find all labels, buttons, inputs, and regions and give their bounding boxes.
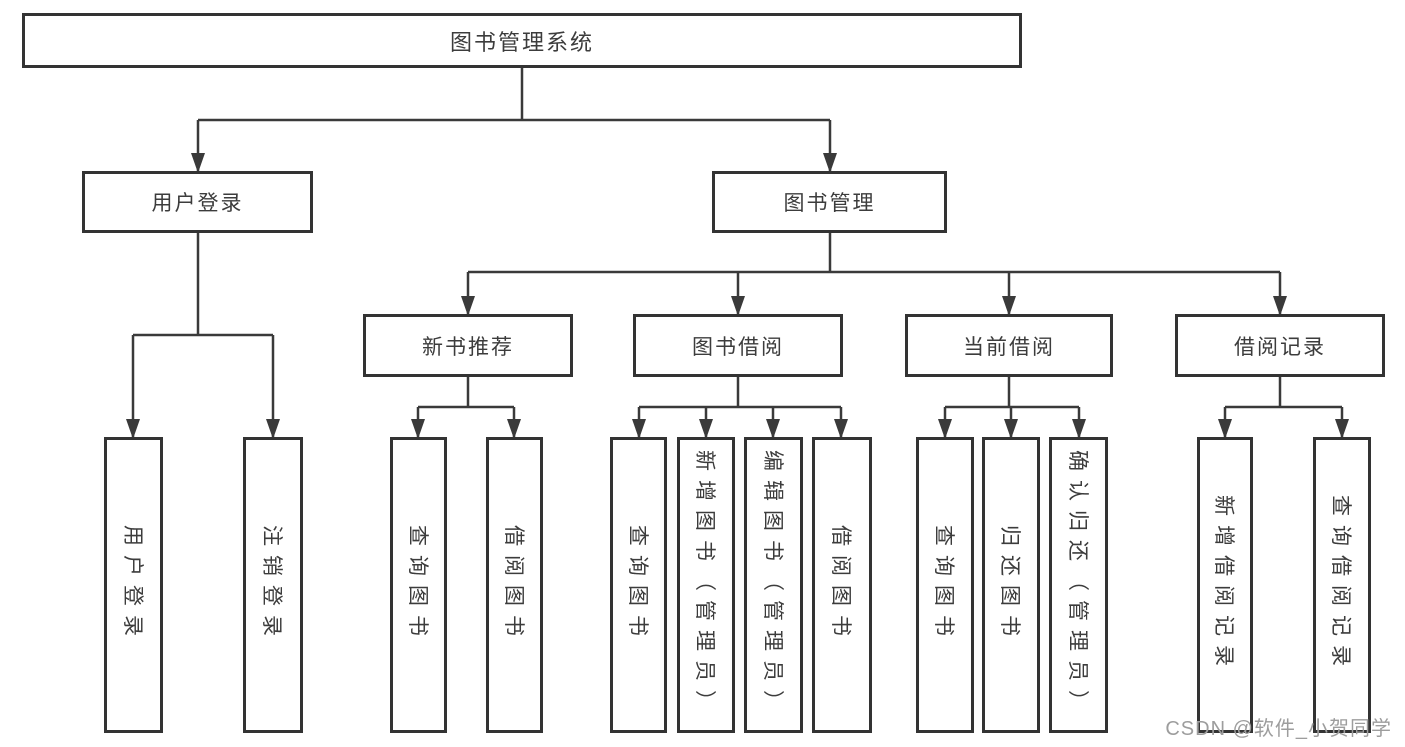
node-current-borrowing: 当前借阅 [905, 314, 1113, 377]
leaf-add-book-admin-label: 新增图书（管理员） [693, 450, 716, 720]
leaf-borrow-book-label: 借阅图书 [829, 525, 852, 645]
leaf-confirm-return-admin-label: 确认归还（管理员） [1065, 450, 1089, 720]
watermark: CSDN @软件_小贺同学 [1165, 718, 1392, 740]
leaf-query-books-recommend-label: 查询图书 [405, 525, 429, 645]
leaf-logout-label: 注销登录 [260, 525, 283, 645]
node-new-book-recommend: 新书推荐 [363, 314, 573, 377]
leaf-borrow-books-recommend-label: 借阅图书 [501, 525, 525, 645]
node-borrowing-records: 借阅记录 [1175, 314, 1385, 377]
leaf-borrow-books-recommend: 借阅图书 [486, 437, 543, 733]
leaf-query-books-borrowing: 查询图书 [610, 437, 667, 733]
leaf-add-book-admin: 新增图书（管理员） [677, 437, 735, 733]
node-book-management: 图书管理 [712, 171, 947, 233]
node-book-borrowing: 图书借阅 [633, 314, 843, 377]
leaf-query-borrow-record-label: 查询借阅记录 [1329, 495, 1352, 675]
leaf-edit-book-admin-label: 编辑图书（管理员） [760, 450, 784, 720]
leaf-user-login-label: 用户登录 [120, 525, 144, 645]
leaf-user-login: 用户登录 [104, 437, 163, 733]
leaf-return-book-label: 归还图书 [998, 525, 1021, 645]
leaf-logout: 注销登录 [243, 437, 303, 733]
leaf-confirm-return-admin: 确认归还（管理员） [1049, 437, 1108, 733]
leaf-borrow-book: 借阅图书 [812, 437, 872, 733]
leaf-add-borrow-record: 新增借阅记录 [1197, 437, 1253, 733]
leaf-return-book: 归还图书 [982, 437, 1040, 733]
leaf-add-borrow-record-label: 新增借阅记录 [1212, 495, 1235, 675]
leaf-edit-book-admin: 编辑图书（管理员） [744, 437, 803, 733]
connector-arrows [126, 120, 1349, 439]
node-user-login: 用户登录 [82, 171, 313, 233]
leaf-query-books-current: 查询图书 [916, 437, 974, 733]
leaf-query-borrow-record: 查询借阅记录 [1313, 437, 1371, 733]
leaf-query-books-borrowing-label: 查询图书 [625, 525, 649, 645]
leaf-query-books-recommend: 查询图书 [390, 437, 447, 733]
leaf-query-books-current-label: 查询图书 [932, 525, 955, 645]
connector-bars [133, 68, 1342, 409]
node-library-management-system: 图书管理系统 [22, 13, 1022, 68]
